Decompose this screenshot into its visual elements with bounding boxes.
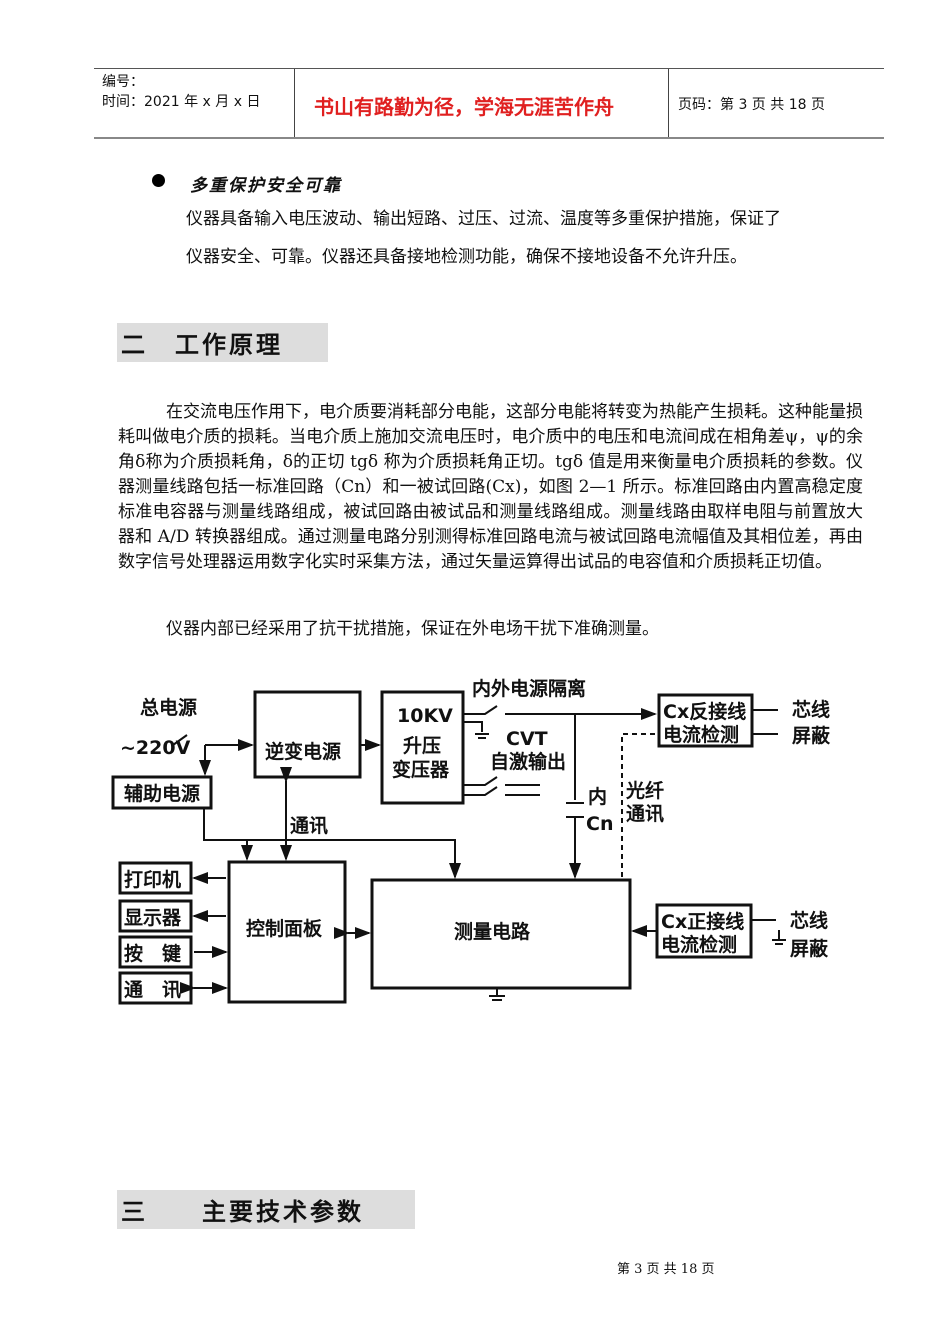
label-current-detect: 电流检测 xyxy=(661,933,737,956)
label-aux-power: 辅助电源 xyxy=(124,782,200,805)
label-measure: 测量电路 xyxy=(454,920,531,943)
page-footer: 第 3 页 共 18 页 xyxy=(617,1262,715,1277)
label-shield: 屏蔽 xyxy=(790,938,829,960)
motto: 书山有路勤为径，学海无涯苦作舟 xyxy=(314,95,614,119)
inverter-box xyxy=(253,690,362,779)
label-isolation: 内外电源隔离 xyxy=(472,677,586,700)
feature-title: 多重保护安全可靠 xyxy=(190,176,342,196)
label-comm: 通讯 xyxy=(290,815,328,837)
label-step-up: 升压 xyxy=(403,735,441,757)
label-220v: ~220V xyxy=(120,737,191,759)
divider xyxy=(668,69,669,137)
label-10kv: 10KV xyxy=(397,705,453,727)
connections xyxy=(172,706,786,1001)
section-heading: 三 主要技术参数 xyxy=(117,1190,415,1229)
label-inverter: 逆变电源 xyxy=(265,740,341,763)
label-current-detect: 电流检测 xyxy=(663,723,739,746)
label-core: 芯线 xyxy=(790,909,828,932)
label-cn: Cn xyxy=(586,813,613,835)
label-display: 显示器 xyxy=(124,907,182,929)
label-core: 芯线 xyxy=(792,698,830,721)
body-paragraph: 仪器内部已经采用了抗干扰措施，保证在外电场干扰下准确测量。 xyxy=(166,619,659,639)
label-fiber-comm: 通讯 xyxy=(626,803,664,825)
label-comm: 通 讯 xyxy=(124,979,181,1001)
label-control-panel: 控制面板 xyxy=(246,917,323,940)
aux-power-box xyxy=(111,775,213,810)
number-label: 编号： xyxy=(102,74,144,90)
label-printer: 打印机 xyxy=(124,868,181,891)
printer-box xyxy=(118,861,193,895)
feature-line: 仪器具备输入电压波动、输出短路、过压、过流、温度等多重保护措施，保证了 xyxy=(186,209,781,229)
measure-box xyxy=(370,878,632,990)
label-transformer: 变压器 xyxy=(392,758,450,781)
label-main-power: 总电源 xyxy=(140,696,197,719)
label-shield: 屏蔽 xyxy=(792,725,831,747)
label-cx-forward: Cx正接线 xyxy=(661,910,744,933)
bullet-icon xyxy=(152,174,165,187)
label-keys: 按 键 xyxy=(124,942,181,965)
body-paragraph: 在交流电压作用下，电介质要消耗部分电能，这部分电能将转变为热能产生损耗。这种能量… xyxy=(118,400,863,575)
label-inner: 内 xyxy=(588,785,607,808)
label-self-excitation: 自激输出 xyxy=(490,750,566,773)
paragraph-text: 在交流电压作用下，电介质要消耗部分电能，这部分电能将转变为热能产生损耗。这种能量… xyxy=(118,402,863,572)
feature-line: 仪器安全、可靠。仪器还具备接地检测功能，确保不接地设备不允许升压。 xyxy=(186,247,747,267)
time-label: 时间：2021 年 x 月 x 日 xyxy=(102,94,261,110)
keys-box xyxy=(118,935,193,969)
transformer-box xyxy=(380,690,465,805)
divider xyxy=(294,69,295,137)
page-header: 编号： 时间：2021 年 x 月 x 日 书山有路勤为径，学海无涯苦作舟 页码… xyxy=(94,68,884,139)
display-box xyxy=(118,899,193,933)
label-cx-reverse: Cx反接线 xyxy=(663,700,746,723)
header-meta: 编号： 时间：2021 年 x 月 x 日 xyxy=(102,72,260,112)
label-fiber: 光纤 xyxy=(625,779,664,802)
section-heading: 二 工作原理 xyxy=(117,323,328,362)
label-cvt: CVT xyxy=(506,728,548,750)
page-label: 页码：第 3 页 共 18 页 xyxy=(678,97,825,113)
